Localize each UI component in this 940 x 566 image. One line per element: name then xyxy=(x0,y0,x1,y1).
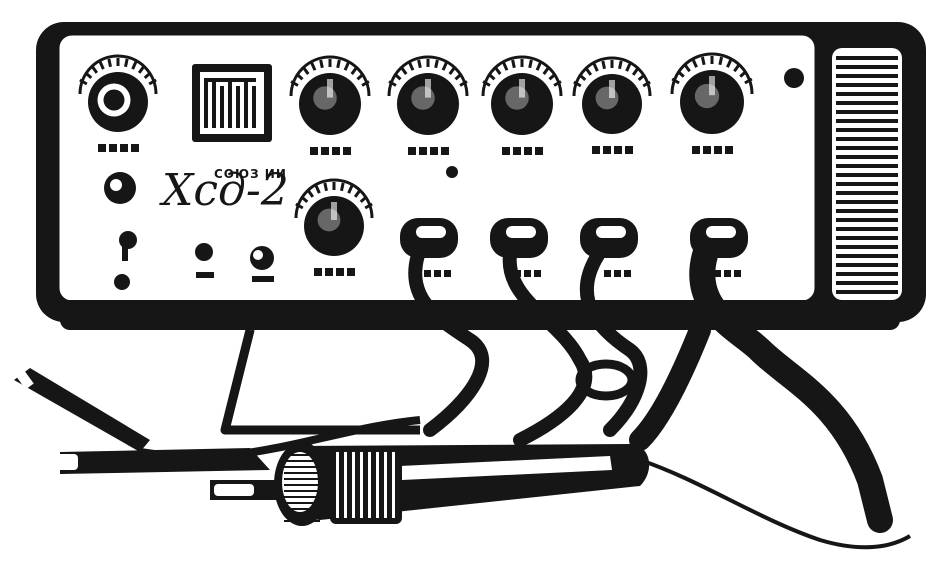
cables xyxy=(408,242,912,550)
control-knob-1[interactable] xyxy=(78,54,158,132)
knob-label-mark xyxy=(502,147,543,155)
control-knob-7[interactable] xyxy=(294,178,374,256)
output-jack-3[interactable] xyxy=(580,218,638,258)
switch-knob-small[interactable] xyxy=(104,172,136,204)
left-controls xyxy=(104,166,458,290)
control-knob-2[interactable] xyxy=(289,55,371,135)
knob-label-mark xyxy=(310,147,351,155)
ventilation-grill-icon xyxy=(832,48,902,300)
panel-screw-icon xyxy=(784,68,804,88)
model-mark: Хсд-2 СОЮЗ ИИ xyxy=(159,165,289,216)
knob-label-mark xyxy=(408,147,449,155)
panel-dot xyxy=(446,166,458,178)
control-knob-3[interactable] xyxy=(387,55,469,135)
knob-label-mark xyxy=(314,268,355,276)
indicator-lamp-icon xyxy=(195,243,274,282)
stand-bracket xyxy=(220,328,420,435)
knob-label-mark xyxy=(98,144,139,152)
output-jack-1[interactable] xyxy=(400,218,458,258)
probe-leads xyxy=(14,368,421,500)
control-knob-5[interactable] xyxy=(572,56,652,134)
knob-label-mark xyxy=(592,146,633,154)
control-knob-6[interactable] xyxy=(670,52,754,134)
jack-label-mark xyxy=(424,270,451,277)
test-probe-handle[interactable] xyxy=(274,442,650,526)
knob-label-mark xyxy=(692,146,733,154)
meter-window-icon xyxy=(192,64,272,142)
jack-label-mark xyxy=(604,270,631,277)
control-knob-4[interactable] xyxy=(481,55,563,135)
model-mark-text: Хсд-2 xyxy=(159,165,289,216)
jack-label-mark xyxy=(714,270,741,277)
model-sub-text: СОЮЗ ИИ xyxy=(214,167,287,181)
toggle-switch-icon[interactable] xyxy=(114,231,137,290)
output-jack-2[interactable] xyxy=(490,218,548,258)
